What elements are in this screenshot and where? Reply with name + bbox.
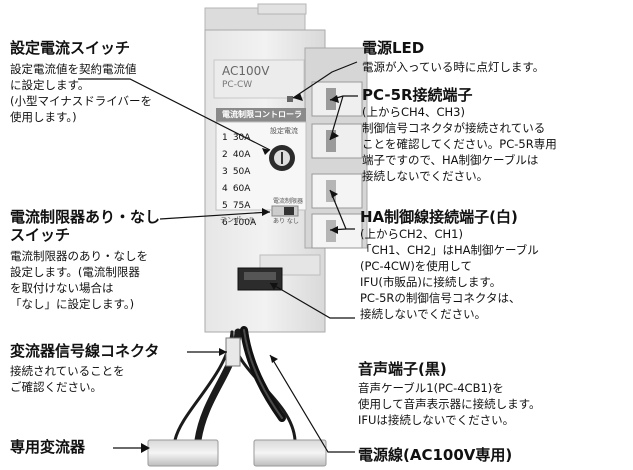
setting-switch-desc-line: 使用します。) bbox=[10, 110, 77, 124]
ct-connector-title: 変流器信号線コネクタ bbox=[10, 342, 160, 360]
limiter-switch-desc-line: を取付けない場合は bbox=[10, 281, 114, 295]
ha-terminal-desc-line: 「CH1、CH2」はHA制御ケーブル bbox=[360, 243, 539, 257]
setting-switch-desc-line: 設定電流値を契約電流値 bbox=[10, 62, 137, 76]
ct-connector-desc-line: 接続されていることを bbox=[10, 364, 125, 378]
setting-row: 4 60A bbox=[222, 184, 251, 194]
setting-switch-title: 設定電流スイッチ bbox=[10, 39, 131, 57]
limiter-switch-title-line: 電流制限器あり・なし bbox=[10, 208, 161, 226]
rotary-switch-dial[interactable] bbox=[269, 145, 295, 171]
setting-row: 5 75A bbox=[222, 201, 251, 211]
dedicated-ct-label: 専用変流器 bbox=[10, 438, 86, 456]
setting-row: 3 50A bbox=[222, 167, 251, 177]
ct-connector-body bbox=[225, 337, 241, 367]
pc5r-terminal-subtitle: (上からCH4、CH3) bbox=[362, 105, 465, 119]
ha-terminal-desc-line: 接続しないでください。 bbox=[360, 307, 487, 321]
ha-terminal-title: HA制御線接続端子(白) bbox=[360, 208, 518, 226]
device-brand: テンポール bbox=[220, 216, 255, 224]
ha-terminal-subtitle: (上からCH2、CH1) bbox=[360, 227, 463, 241]
pc5r-terminal-desc-line: 端子ですので、HA制御ケーブルは bbox=[362, 153, 539, 167]
ha-terminal-ch1[interactable] bbox=[311, 213, 363, 249]
limiter-switch-desc-line: 「なし」に設定します。) bbox=[10, 297, 135, 311]
ha-terminal-desc-line: PC-5Rの制御信号コネクタは、 bbox=[360, 291, 521, 305]
ha-terminal-desc-line: (PC-4CW)を使用して bbox=[360, 259, 472, 273]
audio-terminal-title: 音声端子(黒) bbox=[358, 360, 447, 378]
power-led-callout: 電源LED 電源が入っている時に点灯します。 bbox=[362, 39, 544, 75]
current-transformer-right bbox=[253, 439, 327, 467]
audio-terminal-desc-line: IFUは接続しないでください。 bbox=[358, 413, 515, 427]
current-transformer-left bbox=[147, 439, 219, 467]
power-cable-label: 電源線(AC100V専用) bbox=[358, 446, 513, 464]
device-limiter-caption: 電流制限器 bbox=[273, 198, 304, 205]
device-voltage-label: AC100V bbox=[222, 64, 270, 78]
setting-switch-desc-line: に設定します。 bbox=[10, 78, 90, 92]
limiter-slide-switch[interactable] bbox=[271, 205, 299, 217]
power-led-desc-line: 電源が入っている時に点灯します。 bbox=[362, 60, 545, 74]
limiter-switch-desc-line: 電流制限器のあり・なしを bbox=[10, 249, 148, 263]
setting-switch-desc-line: (小型マイナスドライバーを bbox=[10, 94, 153, 108]
ha-terminal-callout: HA制御線接続端子(白) (上からCH2、CH1) 「CH1、CH2」はHA制御… bbox=[360, 208, 539, 322]
setting-row: 1 30A bbox=[222, 133, 251, 143]
power-led-title: 電源LED bbox=[362, 39, 425, 57]
device-limiter-switch-caption: あり なし bbox=[273, 218, 299, 225]
limiter-switch-callout: 電流制限器あり・なし スイッチ 電流制限器のあり・なしを 設定します。(電流制限… bbox=[10, 208, 160, 312]
device-setting-caption: 設定電流 bbox=[270, 127, 298, 135]
ct-connector-callout: 変流器信号線コネクタ 接続されていることを ご確認ください。 bbox=[10, 342, 159, 395]
arrowheads bbox=[141, 93, 339, 453]
pc5r-terminal-desc-line: 接続しないでください。 bbox=[362, 169, 489, 183]
pc5r-terminal-desc-line: 制御信号コネクタが接続されている bbox=[362, 121, 546, 135]
device-panel-title: 電流制限コントローラ bbox=[222, 110, 302, 119]
ha-terminal-desc-line: IFU(市販品)に接続します。 bbox=[360, 275, 502, 289]
audio-terminal-callout: 音声端子(黒) 音声ケーブル1(PC-4CB1)を 使用して音声表示器に接続しま… bbox=[358, 360, 541, 428]
device-model-label: PC-CW bbox=[222, 80, 253, 90]
current-setting-table: 1 30A 2 40A 3 50A 4 60A 5 75A 6 100A bbox=[222, 128, 266, 230]
pc5r-terminal-ch3[interactable] bbox=[311, 123, 363, 159]
pc5r-terminal-desc-line: ことを確認してください。PC-5R専用 bbox=[362, 137, 557, 151]
limiter-switch-title-line: スイッチ bbox=[10, 226, 71, 244]
audio-terminal-desc-line: 使用して音声表示器に接続します。 bbox=[358, 397, 541, 411]
ct-connector-desc-line: ご確認ください。 bbox=[10, 380, 102, 394]
leader-lines bbox=[78, 61, 358, 453]
setting-switch-callout: 設定電流スイッチ 設定電流値を契約電流値 に設定します。 (小型マイナスドライバ… bbox=[10, 39, 152, 125]
limiter-switch-desc-line: 設定します。(電流制限器 bbox=[10, 265, 140, 279]
power-led-indicator bbox=[287, 96, 293, 102]
audio-terminal-desc-line: 音声ケーブル1(PC-4CB1)を bbox=[358, 381, 504, 395]
setting-row: 2 40A bbox=[222, 150, 251, 160]
setting-row: 6 100A bbox=[222, 218, 257, 228]
pc5r-terminal-callout: PC-5R接続端子 (上からCH4、CH3) 制御信号コネクタが接続されている … bbox=[362, 86, 557, 184]
ha-terminal-ch2[interactable] bbox=[311, 173, 363, 209]
pc5r-terminal-title: PC-5R接続端子 bbox=[362, 86, 473, 104]
